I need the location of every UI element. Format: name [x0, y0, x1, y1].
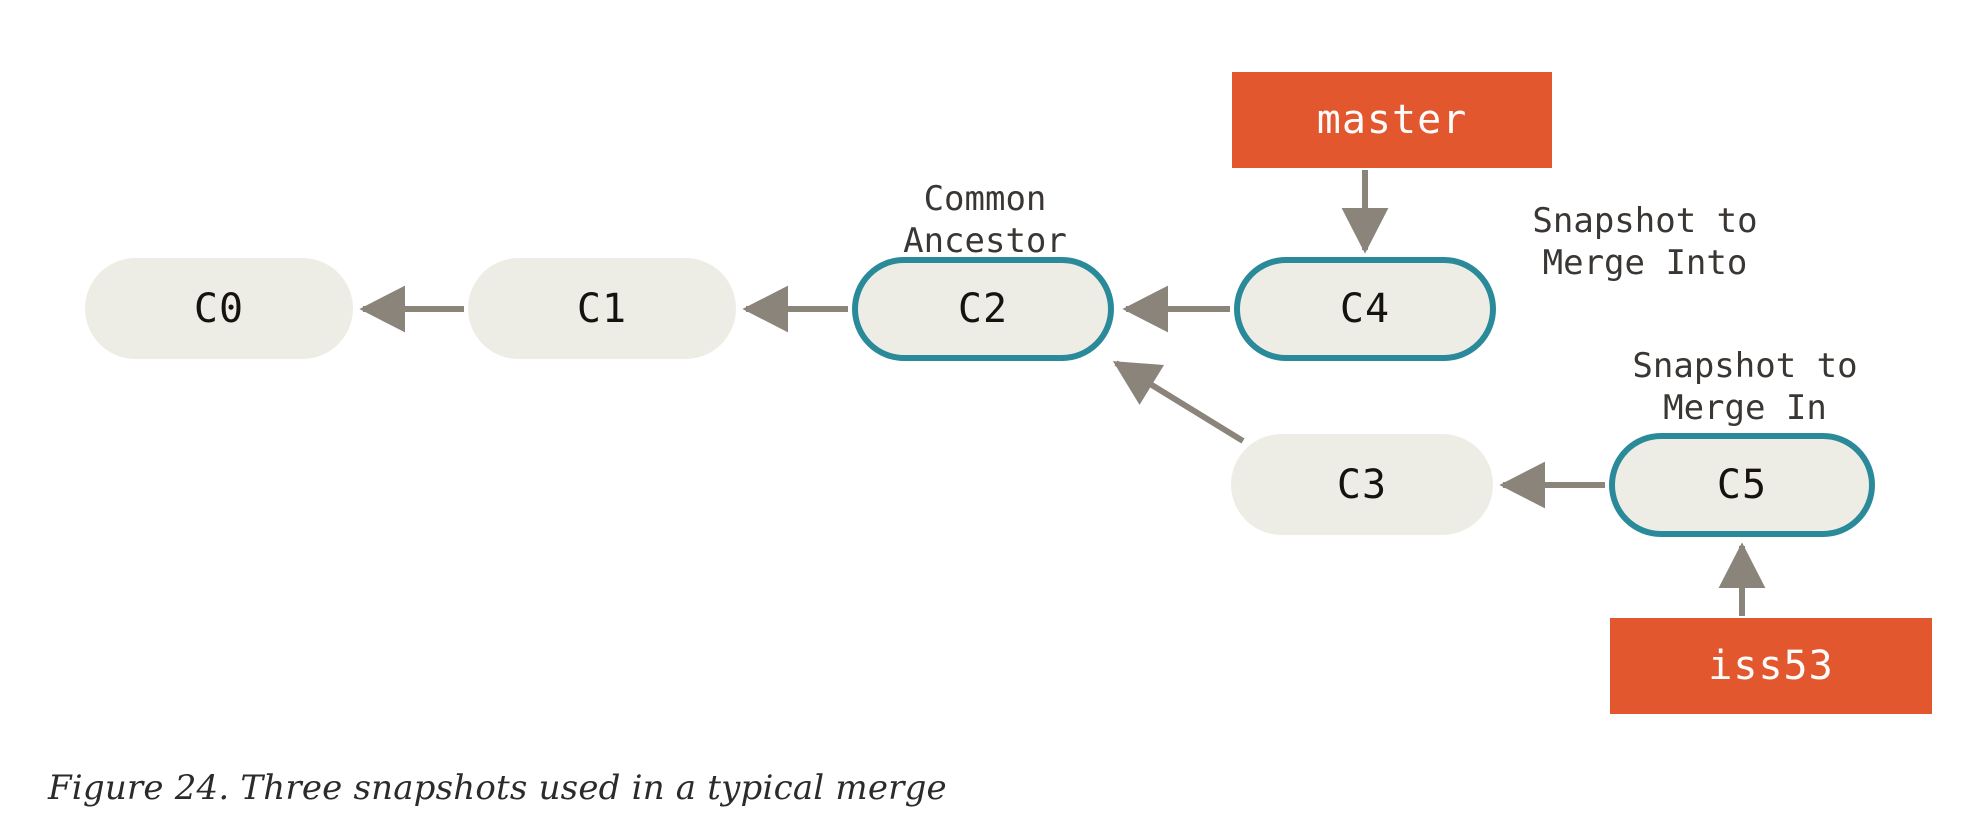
edge-c3-to-c2: [1112, 360, 1245, 444]
commit-node-c5[interactable]: C5: [1609, 433, 1875, 537]
commit-node-c0[interactable]: C0: [85, 258, 353, 359]
annotation-snapshot-to-merge-in: Snapshot to Merge In: [1632, 346, 1858, 428]
annotation-common-ancestor: Common Ancestor: [903, 179, 1067, 261]
figure-caption: Figure 24. Three snapshots used in a typ…: [48, 768, 947, 808]
commit-node-c3[interactable]: C3: [1231, 434, 1493, 535]
commit-node-c4[interactable]: C4: [1234, 257, 1496, 361]
commit-node-c1[interactable]: C1: [468, 258, 736, 359]
branch-label-master[interactable]: master: [1232, 72, 1552, 168]
commit-node-c2[interactable]: C2: [852, 257, 1114, 361]
annotation-snapshot-to-merge-into: Snapshot to Merge Into: [1532, 201, 1758, 283]
branch-label-iss53[interactable]: iss53: [1610, 618, 1932, 714]
